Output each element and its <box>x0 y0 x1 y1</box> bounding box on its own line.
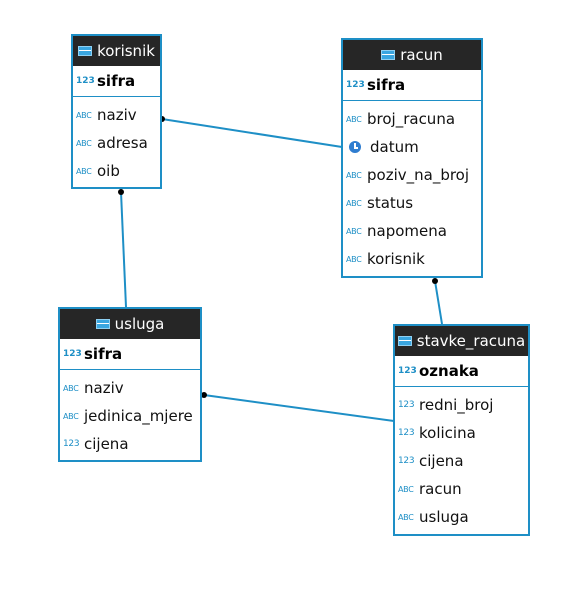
column-name: korisnik <box>367 250 425 268</box>
table-icon <box>78 46 93 56</box>
numeric-type-icon: 123 <box>398 455 415 466</box>
link-usluga-stavke-end <box>201 392 207 398</box>
entity-korisnik[interactable]: korisnik 123 sifra ABC naziv ABC adresa AB… <box>71 34 162 189</box>
numeric-key-icon: 123 <box>398 366 417 376</box>
column-name: kolicina <box>419 424 476 442</box>
table-icon <box>95 319 110 329</box>
column-list: 123 redni_broj 123 kolicina 123 cijena ABC r… <box>395 387 528 531</box>
column-name: cijena <box>84 435 129 453</box>
column-name: napomena <box>367 222 447 240</box>
entity-stavke-racuna[interactable]: stavke_racuna 123 oznaka 123 redni_broj 1… <box>393 324 530 536</box>
column-name: jedinica_mjere <box>84 407 193 425</box>
text-type-icon: ABC <box>346 254 362 264</box>
entity-title: racun <box>400 46 443 64</box>
column-row[interactable]: ABC broj_racuna <box>343 105 481 133</box>
numeric-type-icon: 123 <box>63 438 80 449</box>
column-row[interactable]: ABC naziv <box>73 101 160 129</box>
column-row[interactable]: 123 cijena <box>60 430 200 458</box>
column-row[interactable]: ABC napomena <box>343 217 481 245</box>
link-usluga-stavke <box>203 394 395 422</box>
column-row[interactable]: ABC poziv_na_broj <box>343 161 481 189</box>
column-name: poziv_na_broj <box>367 166 470 184</box>
column-row[interactable]: ABC jedinica_mjere <box>60 402 200 430</box>
link-racun-stavke-end <box>432 278 438 284</box>
link-korisnik-usluga-end <box>118 189 124 195</box>
pk-name: oznaka <box>419 362 479 380</box>
numeric-type-icon: 123 <box>398 399 415 410</box>
column-list: ABC naziv ABC jedinica_mjere 123 cijena <box>60 370 200 458</box>
pk-name: sifra <box>84 345 123 363</box>
column-row[interactable]: ABC oib <box>73 157 160 185</box>
column-row[interactable]: 123 cijena <box>395 447 528 475</box>
primary-key-row[interactable]: 123 oznaka <box>395 356 528 387</box>
primary-key-row[interactable]: 123 sifra <box>60 339 200 370</box>
column-row[interactable]: ABC adresa <box>73 129 160 157</box>
clock-icon <box>349 141 361 153</box>
text-type-icon: ABC <box>76 138 92 148</box>
pk-name: sifra <box>367 76 406 94</box>
text-type-icon: ABC <box>63 411 79 421</box>
column-name: adresa <box>97 134 148 152</box>
text-type-icon: ABC <box>398 484 414 494</box>
text-type-icon: ABC <box>346 114 362 124</box>
link-racun-stavke <box>434 280 443 325</box>
column-name: naziv <box>84 379 124 397</box>
column-row[interactable]: ABC usluga <box>395 503 528 531</box>
column-list: ABC broj_racuna datum ABC poziv_na_broj AB… <box>343 101 481 273</box>
column-name: datum <box>370 138 419 156</box>
entity-title: korisnik <box>97 42 155 60</box>
column-name: oib <box>97 162 120 180</box>
numeric-key-icon: 123 <box>76 76 95 86</box>
link-korisnik-usluga <box>120 191 127 308</box>
column-name: naziv <box>97 106 137 124</box>
pk-name: sifra <box>97 72 136 90</box>
column-name: racun <box>419 480 462 498</box>
entity-header[interactable]: racun <box>343 40 481 70</box>
entity-header[interactable]: stavke_racuna <box>395 326 528 356</box>
text-type-icon: ABC <box>398 512 414 522</box>
column-list: ABC naziv ABC adresa ABC oib <box>73 97 160 185</box>
entity-header[interactable]: korisnik <box>73 36 160 66</box>
text-type-icon: ABC <box>76 110 92 120</box>
text-type-icon: ABC <box>63 383 79 393</box>
column-name: status <box>367 194 414 212</box>
entity-usluga[interactable]: usluga 123 sifra ABC naziv ABC jedinica_mj… <box>58 307 202 462</box>
column-row[interactable]: ABC racun <box>395 475 528 503</box>
text-type-icon: ABC <box>346 198 362 208</box>
column-row[interactable]: ABC naziv <box>60 374 200 402</box>
column-row[interactable]: datum <box>343 133 481 161</box>
text-type-icon: ABC <box>346 226 362 236</box>
primary-key-row[interactable]: 123 sifra <box>343 70 481 101</box>
column-row[interactable]: ABC status <box>343 189 481 217</box>
primary-key-row[interactable]: 123 sifra <box>73 66 160 97</box>
text-type-icon: ABC <box>346 170 362 180</box>
text-type-icon: ABC <box>76 166 92 176</box>
entity-title: stavke_racuna <box>416 332 526 350</box>
column-name: cijena <box>419 452 464 470</box>
entity-header[interactable]: usluga <box>60 309 200 339</box>
column-row[interactable]: 123 redni_broj <box>395 391 528 419</box>
column-name: broj_racuna <box>367 110 456 128</box>
table-icon <box>397 336 412 346</box>
entity-title: usluga <box>114 315 165 333</box>
table-icon <box>381 50 396 60</box>
numeric-key-icon: 123 <box>63 349 82 359</box>
column-row[interactable]: 123 kolicina <box>395 419 528 447</box>
numeric-key-icon: 123 <box>346 80 365 90</box>
numeric-type-icon: 123 <box>398 427 415 438</box>
column-name: redni_broj <box>419 396 494 414</box>
column-row[interactable]: ABC korisnik <box>343 245 481 273</box>
link-korisnik-racun <box>161 118 343 148</box>
column-name: usluga <box>419 508 469 526</box>
entity-racun[interactable]: racun 123 sifra ABC broj_racuna datum ABC… <box>341 38 483 278</box>
